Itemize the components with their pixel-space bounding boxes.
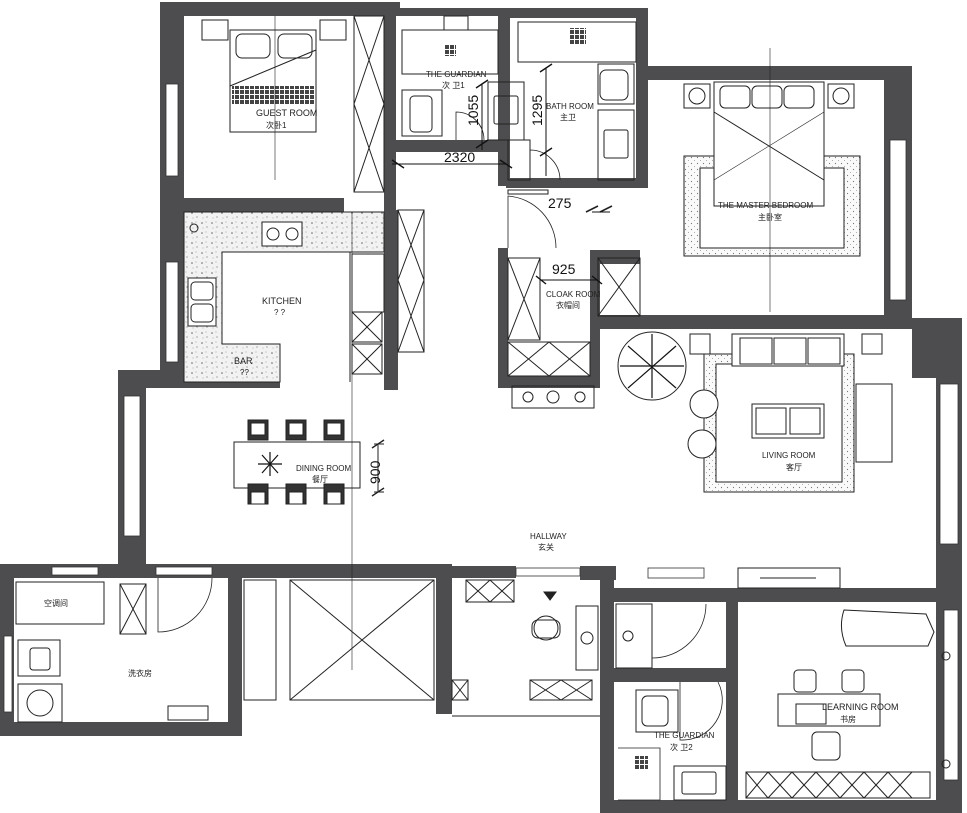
dim-1295: 1295 [529, 95, 545, 126]
learning-room-sub: 书房 [840, 714, 856, 724]
laundry-name: 洗衣房 [128, 668, 152, 678]
living-room [617, 331, 893, 589]
cloak-room-name: CLOAK ROOM [546, 290, 601, 299]
dimension-labels: 2320 1055 1295 275 925 900 [367, 95, 576, 484]
dim-900: 900 [367, 460, 383, 484]
kitchen [183, 209, 425, 383]
windows [3, 83, 959, 781]
guardian-2-sub: 次 卫2 [670, 742, 693, 752]
cloak-room [507, 189, 641, 409]
living-room-name: LIVING ROOM [762, 451, 816, 460]
master-bedroom-name: THE MASTER BEDROOM [718, 201, 813, 210]
master-bedroom [585, 48, 861, 312]
bath-room-sub: 主卫 [560, 112, 576, 122]
kitchen-sub: ? ? [274, 308, 286, 317]
room-labels: GUEST ROOM 次卧1 THE GUARDIAN 次 卫1 BATH RO… [44, 70, 899, 752]
guest-room-sub: 次卧1 [266, 120, 287, 130]
master-bedroom-sub: 主卧室 [758, 212, 782, 222]
guardian-1-sub: 次 卫1 [442, 80, 465, 90]
ac-room-name: 空调间 [44, 598, 68, 608]
shaft [243, 579, 435, 701]
learning-room-name: LEARNING ROOM [822, 702, 899, 712]
hallway-sub: 玄关 [538, 542, 554, 552]
cloak-room-sub: 衣帽间 [556, 300, 580, 310]
kitchen-name: KITCHEN [262, 296, 302, 306]
dining-room-sub: 餐厅 [312, 475, 328, 484]
dim-2320: 2320 [444, 149, 475, 165]
dim-1055: 1055 [465, 95, 481, 126]
laundry [15, 577, 213, 723]
bar-sub: ?? [240, 368, 249, 377]
dimension-lines [391, 63, 610, 285]
guardian-1-name: THE GUARDIAN [426, 70, 487, 79]
hallway-entry [451, 579, 600, 717]
guest-room [201, 15, 385, 193]
guardian-2 [615, 603, 727, 801]
living-room-sub: 客厅 [786, 462, 802, 472]
learning-room [745, 609, 951, 799]
hallway-name: HALLWAY [530, 532, 567, 541]
guardian-2-name: THE GUARDIAN [654, 731, 715, 740]
bath-room-name: BATH ROOM [546, 102, 594, 111]
dim-925: 925 [552, 261, 576, 277]
guardian-1 [401, 15, 525, 141]
guest-room-name: GUEST ROOM [256, 108, 317, 118]
bath-room [507, 21, 637, 181]
bar-name: BAR [234, 356, 253, 366]
dining-room [233, 212, 385, 670]
dining-room-name: DINING ROOM [296, 464, 351, 473]
dim-275: 275 [548, 195, 572, 211]
